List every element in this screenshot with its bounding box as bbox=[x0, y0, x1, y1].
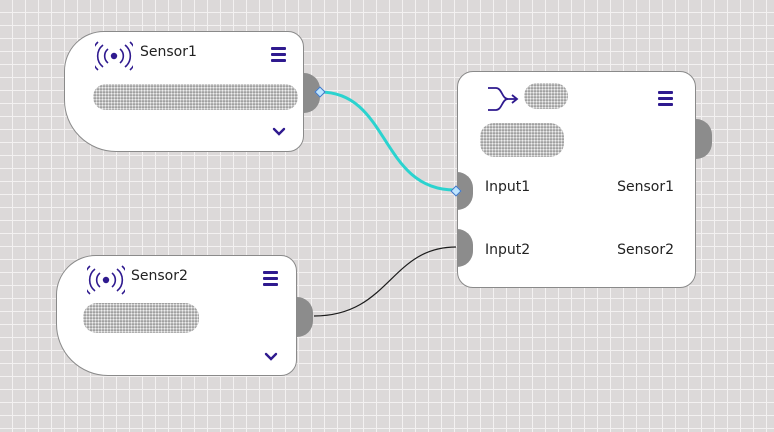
sensor2-node[interactable]: Sensor2 bbox=[56, 255, 297, 376]
hamburger-menu-icon[interactable] bbox=[271, 47, 286, 62]
sensor-signal-icon bbox=[95, 41, 133, 71]
chevron-down-icon[interactable] bbox=[272, 127, 286, 137]
sensor1-node[interactable]: Sensor1 bbox=[64, 31, 304, 152]
input2-value: Sensor2 bbox=[617, 242, 674, 258]
sensor-signal-icon bbox=[87, 265, 125, 295]
hamburger-menu-icon[interactable] bbox=[263, 271, 278, 286]
merge-node[interactable]: Input1 Sensor1 Input2 Sensor2 bbox=[457, 71, 696, 288]
input1-port[interactable] bbox=[457, 172, 473, 210]
redacted-content bbox=[480, 123, 564, 157]
redacted-content bbox=[83, 303, 199, 333]
hamburger-menu-icon[interactable] bbox=[658, 91, 673, 106]
input1-label: Input1 bbox=[485, 179, 531, 195]
merge-output-port[interactable] bbox=[696, 119, 712, 159]
redacted-title bbox=[524, 83, 568, 109]
sensor2-title: Sensor2 bbox=[131, 268, 188, 284]
wire-sensor1-to-input1[interactable] bbox=[319, 90, 456, 192]
merge-icon bbox=[488, 87, 519, 111]
input2-port[interactable] bbox=[457, 229, 473, 267]
sensor2-output-port[interactable] bbox=[297, 297, 313, 337]
input1-value: Sensor1 bbox=[617, 179, 674, 195]
sensor1-title: Sensor1 bbox=[140, 44, 197, 60]
chevron-down-icon[interactable] bbox=[264, 352, 278, 362]
wire-sensor2-to-input2[interactable] bbox=[313, 246, 457, 317]
input2-label: Input2 bbox=[485, 242, 531, 258]
redacted-content bbox=[93, 84, 298, 110]
sensor1-output-port[interactable] bbox=[304, 73, 320, 113]
